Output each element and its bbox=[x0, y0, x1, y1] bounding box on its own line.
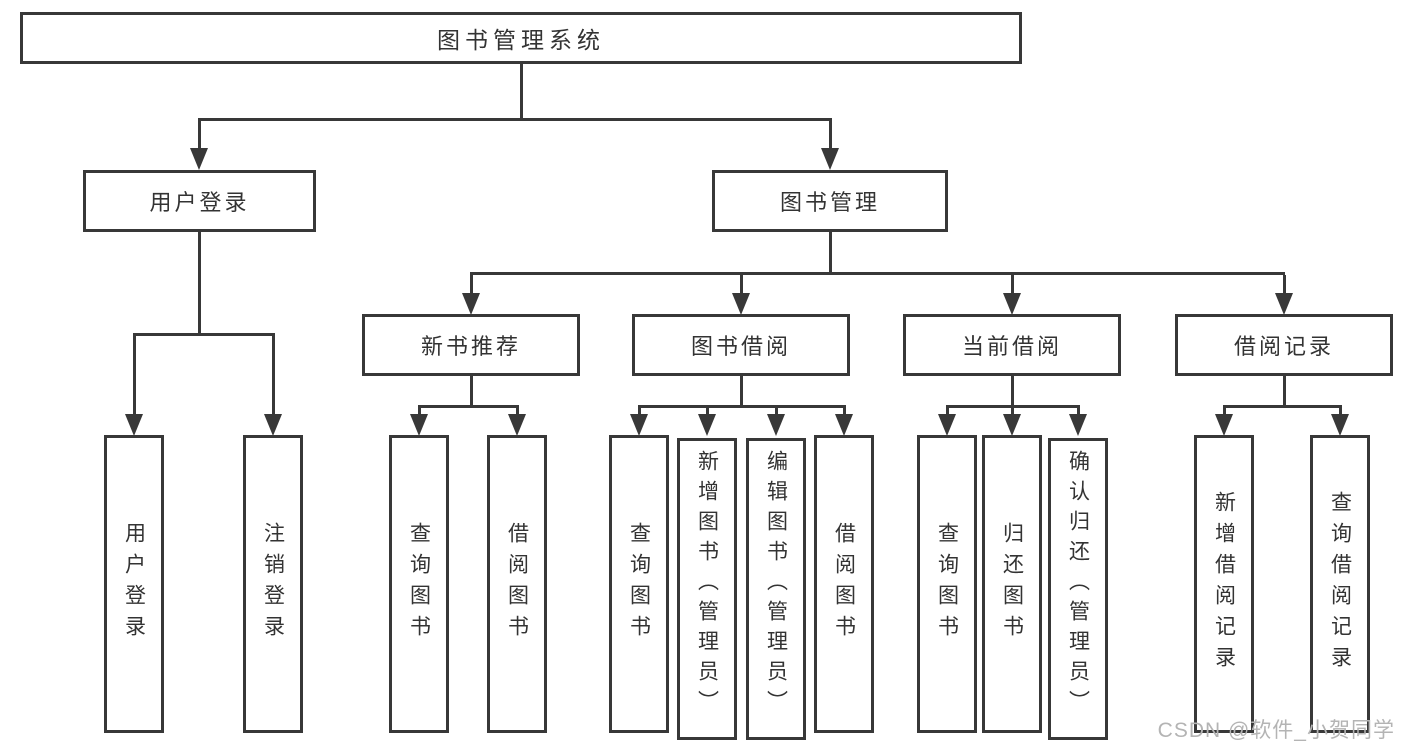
leaf-label: 编辑图书（管理员） bbox=[764, 450, 788, 720]
arrow-down-icon bbox=[1069, 414, 1087, 436]
connector-line bbox=[829, 232, 832, 272]
node-label: 当前借阅 bbox=[961, 334, 1062, 359]
arrow-down-icon bbox=[190, 148, 208, 170]
arrow-down-icon bbox=[462, 293, 480, 315]
connector-line bbox=[843, 405, 846, 416]
leaf-label: 借阅图书 bbox=[505, 522, 529, 646]
connector-line bbox=[133, 336, 136, 416]
connector-line bbox=[638, 405, 641, 416]
connector-line bbox=[1011, 376, 1014, 405]
node-user-login: 用户登录 bbox=[83, 170, 316, 232]
leaf-borrow-books-recommend: 借阅图书 bbox=[487, 435, 547, 733]
connector-line bbox=[1283, 376, 1286, 405]
leaf-label: 借阅图书 bbox=[832, 522, 856, 646]
leaf-query-books-current: 查询图书 bbox=[917, 435, 977, 733]
leaf-query-books-recommend: 查询图书 bbox=[389, 435, 449, 733]
leaf-add-borrow-record: 新增借阅记录 bbox=[1194, 435, 1254, 733]
node-borrowing-records: 借阅记录 bbox=[1175, 314, 1393, 376]
connector-line bbox=[1011, 405, 1014, 416]
node-label: 新书推荐 bbox=[420, 334, 521, 359]
leaf-label: 注销登录 bbox=[261, 522, 285, 646]
node-label: 借阅记录 bbox=[1233, 334, 1334, 359]
connector-line bbox=[198, 121, 201, 151]
connector-line bbox=[1283, 275, 1286, 295]
node-label: 图书管理系统 bbox=[437, 27, 605, 53]
leaf-logout-login: 注销登录 bbox=[243, 435, 303, 733]
connector-line bbox=[946, 405, 949, 416]
arrow-down-icon bbox=[410, 414, 428, 436]
node-label: 图书借阅 bbox=[690, 334, 791, 359]
leaf-label: 新增借阅记录 bbox=[1212, 491, 1236, 677]
connector-line bbox=[1339, 405, 1342, 416]
node-current-borrowing: 当前借阅 bbox=[903, 314, 1121, 376]
connector-line bbox=[1223, 405, 1342, 408]
connector-line bbox=[198, 232, 201, 333]
connector-line bbox=[418, 405, 519, 408]
leaf-user-login: 用户登录 bbox=[104, 435, 164, 733]
arrow-down-icon bbox=[767, 414, 785, 436]
leaf-return-books: 归还图书 bbox=[982, 435, 1042, 733]
leaf-label: 查询图书 bbox=[935, 522, 959, 646]
connector-line bbox=[740, 376, 743, 405]
leaf-add-books-admin: 新增图书（管理员） bbox=[677, 438, 737, 740]
node-library-management-system: 图书管理系统 bbox=[20, 12, 1022, 64]
connector-line bbox=[272, 336, 275, 416]
arrow-down-icon bbox=[1003, 293, 1021, 315]
arrow-down-icon bbox=[835, 414, 853, 436]
arrow-down-icon bbox=[1331, 414, 1349, 436]
node-new-book-recommendation: 新书推荐 bbox=[362, 314, 580, 376]
leaf-query-books-borrowing: 查询图书 bbox=[609, 435, 669, 733]
node-label: 用户登录 bbox=[149, 190, 250, 215]
leaf-label: 确认归还（管理员） bbox=[1066, 450, 1090, 720]
arrow-down-icon bbox=[125, 414, 143, 436]
arrow-down-icon bbox=[698, 414, 716, 436]
connector-line bbox=[470, 272, 1285, 275]
leaf-label: 查询借阅记录 bbox=[1328, 491, 1352, 677]
connector-line bbox=[638, 405, 846, 408]
arrow-down-icon bbox=[1003, 414, 1021, 436]
arrow-down-icon bbox=[1215, 414, 1233, 436]
arrow-down-icon bbox=[508, 414, 526, 436]
connector-line bbox=[470, 376, 473, 405]
leaf-label: 查询图书 bbox=[407, 522, 431, 646]
leaf-label: 查询图书 bbox=[627, 522, 651, 646]
connector-line bbox=[516, 405, 519, 416]
connector-line bbox=[1077, 405, 1080, 416]
arrow-down-icon bbox=[732, 293, 750, 315]
connector-line bbox=[470, 275, 473, 295]
connector-line bbox=[133, 333, 275, 336]
connector-line bbox=[418, 405, 421, 416]
leaf-borrow-books-borrowing: 借阅图书 bbox=[814, 435, 874, 733]
connector-line bbox=[520, 64, 523, 118]
leaf-query-borrow-record: 查询借阅记录 bbox=[1310, 435, 1370, 733]
node-book-management: 图书管理 bbox=[712, 170, 948, 232]
arrow-down-icon bbox=[264, 414, 282, 436]
connector-line bbox=[740, 275, 743, 295]
leaf-label: 新增图书（管理员） bbox=[695, 450, 719, 720]
connector-line bbox=[1223, 405, 1226, 416]
connector-line bbox=[775, 405, 778, 416]
arrow-down-icon bbox=[821, 148, 839, 170]
arrow-down-icon bbox=[630, 414, 648, 436]
arrow-down-icon bbox=[1275, 293, 1293, 315]
connector-line bbox=[706, 405, 709, 416]
csdn-watermark: CSDN @软件_小贺同学 bbox=[1157, 719, 1395, 742]
leaf-confirm-return-admin: 确认归还（管理员） bbox=[1048, 438, 1108, 740]
connector-line bbox=[829, 121, 832, 151]
connector-line bbox=[1011, 275, 1014, 295]
leaf-label: 归还图书 bbox=[1000, 522, 1024, 646]
node-book-borrowing: 图书借阅 bbox=[632, 314, 850, 376]
arrow-down-icon bbox=[938, 414, 956, 436]
leaf-label: 用户登录 bbox=[122, 522, 146, 646]
leaf-edit-books-admin: 编辑图书（管理员） bbox=[746, 438, 806, 740]
connector-line bbox=[198, 118, 832, 121]
node-label: 图书管理 bbox=[779, 190, 880, 215]
